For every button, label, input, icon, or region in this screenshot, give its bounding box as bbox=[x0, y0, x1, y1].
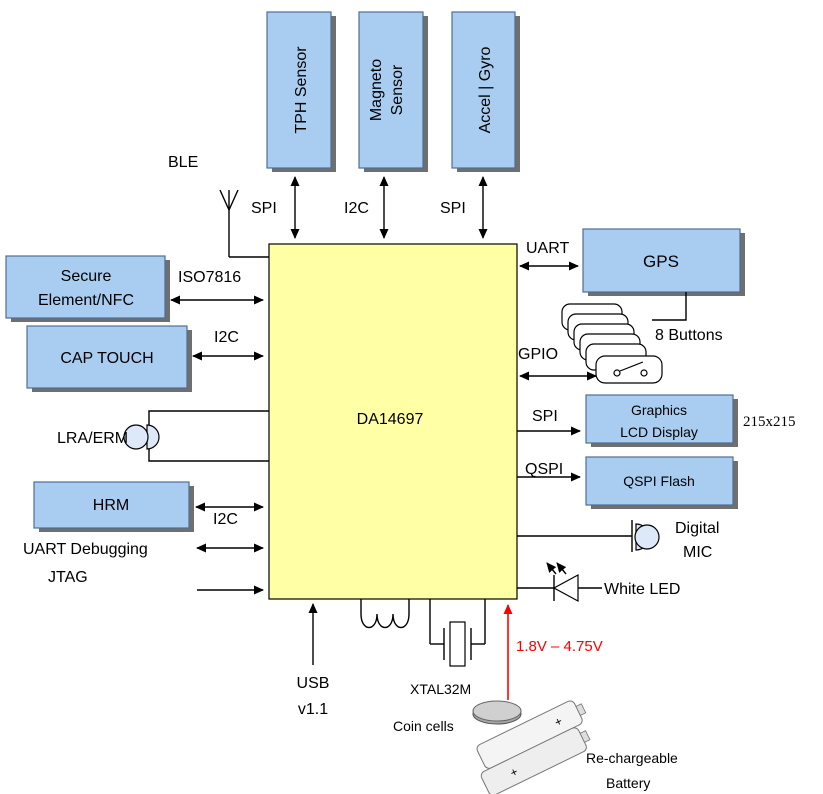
white-led-label: White LED bbox=[604, 581, 680, 598]
accel-gyro-block: Accel | Gyro bbox=[451, 11, 520, 172]
secure-element-label-1: Secure bbox=[61, 268, 112, 285]
crystal-icon bbox=[429, 599, 486, 667]
digital-mic-label-2: MIC bbox=[683, 544, 712, 561]
eight-buttons-label: 8 Buttons bbox=[655, 327, 723, 344]
lra-erm-icon bbox=[123, 410, 269, 462]
cap-touch-i2c-label: I2C bbox=[214, 329, 239, 346]
ble-label: BLE bbox=[168, 154, 198, 171]
usb-label-2: v1.1 bbox=[298, 701, 328, 718]
hrm-i2c-label: I2C bbox=[213, 511, 238, 528]
buttons-stack-icon bbox=[561, 303, 663, 384]
magneto-sensor-label-2: Sensor bbox=[389, 64, 406, 115]
mcu-body bbox=[268, 243, 518, 600]
lra-erm-label: LRA/ERM bbox=[57, 430, 128, 447]
mcu-label: DA14697 bbox=[357, 411, 424, 428]
usb-label-1: USB bbox=[297, 675, 330, 692]
secure-element-block: Secure Element/NFC bbox=[5, 255, 170, 322]
rechargeable-label-1: Re-chargeable bbox=[586, 750, 678, 766]
accel-spi-label: SPI bbox=[440, 200, 466, 217]
iso7816-label: ISO7816 bbox=[178, 269, 241, 286]
digital-mic-label-1: Digital bbox=[675, 520, 719, 537]
hrm-block: HRM bbox=[33, 481, 194, 532]
rechargeable-label-2: Battery bbox=[606, 775, 650, 791]
lcd-spi-label: SPI bbox=[532, 408, 558, 425]
gpio-label: GPIO bbox=[518, 346, 558, 363]
cap-touch-block: CAP TOUCH bbox=[26, 325, 192, 392]
accel-gyro-label: Accel | Gyro bbox=[477, 46, 494, 133]
magneto-sensor-block: Magneto Sensor bbox=[358, 11, 428, 172]
secure-element-label-2: Element/NFC bbox=[38, 292, 134, 309]
graphics-lcd-label-2: LCD Display bbox=[620, 424, 698, 440]
tph-sensor-block: TPH Sensor bbox=[266, 11, 336, 172]
gps-label: GPS bbox=[643, 252, 679, 271]
jtag-label: JTAG bbox=[48, 569, 88, 586]
microphone-icon bbox=[517, 520, 660, 552]
hrm-label: HRM bbox=[93, 497, 129, 514]
ble-antenna-icon bbox=[219, 189, 269, 258]
cap-touch-label: CAP TOUCH bbox=[60, 350, 153, 367]
mcu-block: DA14697 bbox=[268, 243, 518, 600]
magneto-i2c-label: I2C bbox=[344, 200, 369, 217]
graphics-lcd-label-1: Graphics bbox=[631, 402, 687, 418]
inductor-icon bbox=[360, 599, 410, 629]
voltage-range-label: 1.8V – 4.75V bbox=[516, 638, 603, 655]
white-led-icon bbox=[517, 562, 602, 603]
graphics-lcd-block: Graphics LCD Display bbox=[585, 394, 738, 447]
gps-to-buttons-line bbox=[652, 292, 687, 321]
coin-cell-icon bbox=[472, 700, 522, 725]
xtal32m-label: XTAL32M bbox=[410, 681, 471, 697]
gps-uart-label: UART bbox=[526, 240, 569, 257]
tph-spi-label: SPI bbox=[251, 200, 277, 217]
coin-cells-label: Coin cells bbox=[393, 718, 454, 734]
tph-sensor-label: TPH Sensor bbox=[293, 46, 310, 134]
lcd-resolution-label: 215x215 bbox=[743, 414, 796, 430]
qspi-label: QSPI bbox=[525, 461, 563, 478]
qspi-flash-label: QSPI Flash bbox=[623, 473, 695, 489]
uart-debugging-label: UART Debugging bbox=[23, 541, 148, 558]
qspi-flash-block: QSPI Flash bbox=[585, 456, 738, 509]
magneto-sensor-label-1: Magneto bbox=[368, 59, 385, 121]
gps-block: GPS bbox=[582, 228, 745, 296]
battery-icon: + + bbox=[476, 700, 591, 794]
